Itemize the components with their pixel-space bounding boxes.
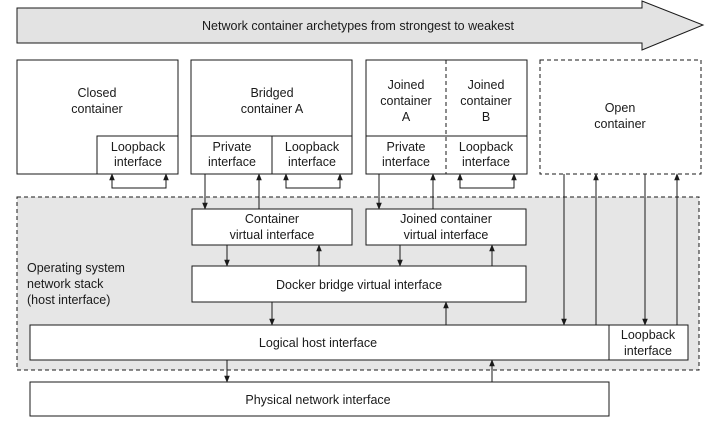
joined-vif-label-2: virtual interface xyxy=(404,228,489,242)
bridged-container-title-2: container A xyxy=(241,102,304,116)
joined-a-title-2: container xyxy=(380,94,431,108)
joined-b-title-3: B xyxy=(482,110,490,124)
physical-network-label: Physical network interface xyxy=(245,393,390,407)
strength-banner-arrow: Network container archetypes from strong… xyxy=(16,0,705,51)
host-stack-label-line1: Operating system xyxy=(27,261,125,275)
host-stack-label-line3: (host interface) xyxy=(27,293,110,307)
open-container: Open container xyxy=(539,59,702,175)
closed-loopback-label-2: interface xyxy=(114,155,162,169)
bridged-container-a: Bridged container A Private interface Lo… xyxy=(190,59,353,175)
docker-bridge-label: Docker bridge virtual interface xyxy=(276,278,442,292)
bridged-loopback-label-2: interface xyxy=(288,155,336,169)
bridged-container-title-1: Bridged xyxy=(250,86,293,100)
host-loopback-interface: Loopback interface xyxy=(608,324,689,361)
joined-b-title-1: Joined xyxy=(468,78,505,92)
joined-container-virtual-interface: Joined container virtual interface xyxy=(365,208,527,246)
container-virtual-interface: Container virtual interface xyxy=(191,208,353,246)
open-container-title-1: Open xyxy=(605,101,636,115)
logical-host-label: Logical host interface xyxy=(259,336,377,350)
host-loopback-label-1: Loopback xyxy=(621,328,676,342)
closed-loopback-label-1: Loopback xyxy=(111,140,166,154)
host-stack-label-line2: network stack xyxy=(27,277,104,291)
joined-private-label-2: interface xyxy=(382,155,430,169)
joined-loopback-label-2: interface xyxy=(462,155,510,169)
connector-arrows xyxy=(109,173,680,383)
joined-loopback-label-1: Loopback xyxy=(459,140,514,154)
open-container-title-2: container xyxy=(594,117,645,131)
joined-loopback-loop-arrow xyxy=(457,173,517,189)
closed-container: Closed container Loopback interface xyxy=(16,59,179,175)
bridged-private-label-1: Private xyxy=(213,140,252,154)
joined-vif-label-1: Joined container xyxy=(400,212,492,226)
container-vif-label-2: virtual interface xyxy=(230,228,315,242)
container-vif-label-1: Container xyxy=(245,212,299,226)
physical-network-interface: Physical network interface xyxy=(29,381,610,417)
bridged-loopback-label-1: Loopback xyxy=(285,140,340,154)
closed-container-title-2: container xyxy=(71,102,122,116)
joined-containers: Joined container A Joined container B Pr… xyxy=(365,59,528,175)
docker-bridge-virtual-interface: Docker bridge virtual interface xyxy=(191,265,527,303)
joined-b-title-2: container xyxy=(460,94,511,108)
joined-a-title-3: A xyxy=(402,110,411,124)
banner-text: Network container archetypes from strong… xyxy=(202,19,514,33)
closed-loopback-loop-arrow xyxy=(109,173,169,189)
bridged-loopback-loop-arrow xyxy=(283,173,343,189)
closed-container-title-1: Closed xyxy=(78,86,117,100)
logical-host-interface: Logical host interface xyxy=(29,324,610,361)
joined-a-title-1: Joined xyxy=(388,78,425,92)
joined-private-label-1: Private xyxy=(387,140,426,154)
bridged-private-label-2: interface xyxy=(208,155,256,169)
host-loopback-label-2: interface xyxy=(624,344,672,358)
